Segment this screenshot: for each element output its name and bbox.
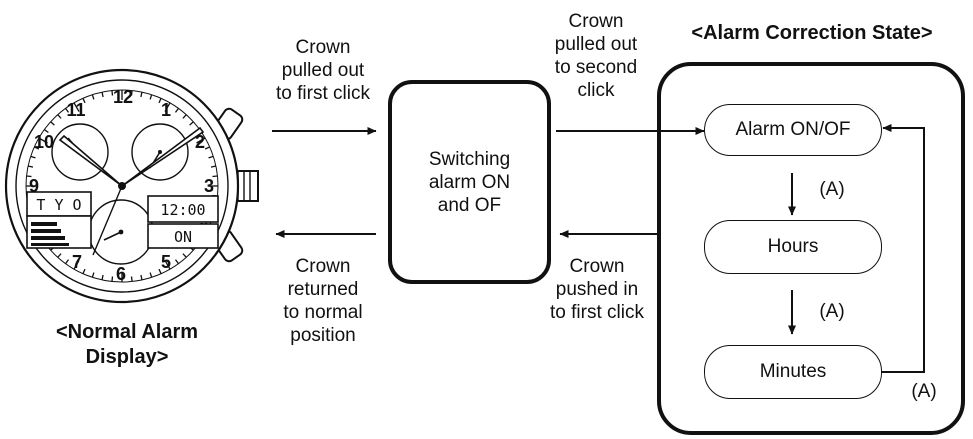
watch-tick [38,137,48,144]
watch-numeral-1: 1 [161,100,171,120]
crown-pushed-in-line-2: pushed in [555,279,639,300]
watch-tick [130,90,133,96]
watch-tick [27,165,34,168]
watch-numeral-9: 9 [29,176,39,196]
watch-tick [140,91,143,98]
watch-tick [65,107,70,113]
watch-tick [208,155,214,159]
crown-returned-line-1: Crown [295,256,351,277]
watch-numeral-6: 6 [116,264,126,284]
watch-tick [204,146,210,150]
watch-tick [210,165,217,168]
watch-tick [182,114,187,119]
watch-tick [30,155,36,159]
watch-tick [91,94,95,100]
watch-tick [50,121,55,126]
watch-tick [111,276,114,282]
crown-first-click-line-3: to first click [276,83,370,104]
watch-numeral-7: 7 [72,252,82,272]
crown-second-click-line-3: to second [554,57,638,78]
watch-tick [26,175,32,178]
watch-numeral-5: 5 [161,252,171,272]
switching-line-2: alarm ON [428,171,511,193]
normal-display-line-1: <Normal Alarm [55,321,199,343]
watch-tick [149,94,153,100]
crown-returned-line-3: to normal [283,302,363,323]
step-a-label-1: (A) [819,179,845,200]
watch-tick [65,259,70,265]
watch-tick [101,274,104,281]
step-a-label-2: (A) [819,301,845,322]
crown-first-click-line-1: Crown [295,37,351,58]
watch-tick [149,272,153,278]
watch-tick [164,102,171,112]
watch-tick [140,274,143,281]
watch-tick [174,259,179,265]
watch-tick [73,260,80,270]
watch-numeral-11: 11 [66,100,85,120]
watch-numeral-2: 2 [195,132,205,152]
watch-tick [101,91,104,98]
watch-city-code: T Y O [36,196,81,214]
correction-state-title: <Alarm Correction State> [691,22,933,44]
watch-lcd-status: ON [174,228,192,246]
watch-tick [158,268,162,274]
watch-tick [82,268,86,274]
normal-alarm-display-label: <Normal Alarm Display> [18,320,236,370]
switching-line-1: Switching [428,148,511,170]
crown-first-click-label: Crown pulled out to first click [258,36,388,105]
crown-pushed-in-label: Crown pushed in to first click [532,255,662,324]
arrow-loop-back [878,124,925,373]
switching-alarm-box: Switching alarm ON and OF [388,80,551,284]
watch-numeral-10: 10 [34,132,54,152]
step-a-label-3: (A) [911,381,937,402]
minutes-step: Minutes [704,345,882,399]
watch-tick [158,98,162,104]
watch-numeral-12: 12 [113,87,133,107]
watch-tick [34,146,40,150]
correction-state-box [657,62,965,435]
crown-second-click-line-4: click [577,80,615,101]
alarm-on-off-step: Alarm ON/OF [704,104,882,156]
normal-display-line-2: Display> [85,346,169,368]
crown-pushed-in-line-3: to first click [550,302,644,323]
watch-tick [130,276,133,282]
crown-returned-line-4: position [290,325,356,346]
watch-tick [91,272,95,278]
watch-tick [111,90,114,96]
crown-returned-label: Crown returned to normal position [268,255,378,347]
crown-second-click-label: Crown pulled out to second click [544,10,648,102]
watch-tick [43,129,49,134]
watch-tick [82,98,86,104]
watch-tick [196,137,206,144]
watch-tick [57,114,62,119]
crown-second-click-line-2: pulled out [554,34,638,55]
crown-first-click-line-2: pulled out [281,60,365,81]
crown-returned-line-2: returned [287,279,359,300]
watch-tick [174,107,179,113]
watch-numeral-3: 3 [204,176,214,196]
watch-tick [57,253,62,258]
watch-tick [73,102,80,112]
hours-step: Hours [704,220,882,274]
watch-tick [164,260,171,270]
switching-line-3: and OF [437,194,502,216]
watch-lcd-time: 12:00 [160,201,205,219]
crown-second-click-line-1: Crown [568,11,624,32]
watch-tick [189,121,194,126]
watch-tick [212,175,218,178]
crown-pushed-in-line-1: Crown [569,256,625,277]
watch-tick [182,253,187,258]
